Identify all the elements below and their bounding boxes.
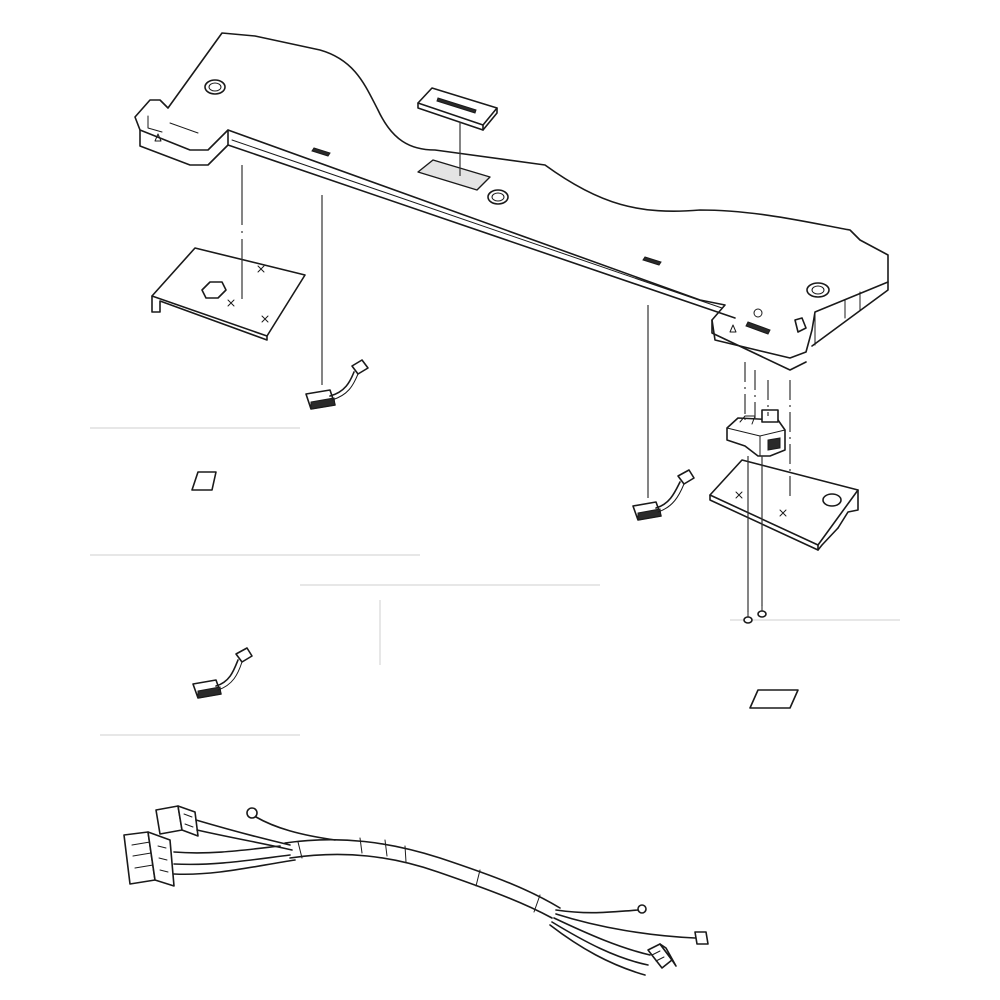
foam-pad-left	[191, 471, 217, 491]
main-housing-plate	[134, 32, 889, 371]
screws	[743, 605, 767, 624]
housing-center-cover	[417, 87, 498, 176]
leader-lines-right	[744, 362, 791, 612]
switch-actuator-assembly	[726, 409, 786, 457]
background-artifacts	[90, 427, 900, 736]
screw-1	[743, 611, 753, 624]
harness-connector-small	[694, 931, 709, 945]
harness-main-cable	[284, 837, 561, 919]
harness-connector-left	[123, 831, 175, 887]
sensor-connector-left	[305, 195, 369, 410]
harness-connector-right	[647, 943, 677, 969]
ring-terminal-top	[246, 807, 336, 841]
sensor-connector-lower	[192, 647, 253, 699]
wire-harness	[123, 805, 709, 976]
sensor-connector-right	[632, 305, 695, 521]
screw-2	[757, 605, 767, 618]
right-mounting-bracket	[709, 459, 859, 551]
harness-connector-upper	[155, 805, 199, 837]
foam-pad-right	[749, 689, 799, 709]
left-mounting-bracket	[151, 165, 306, 341]
